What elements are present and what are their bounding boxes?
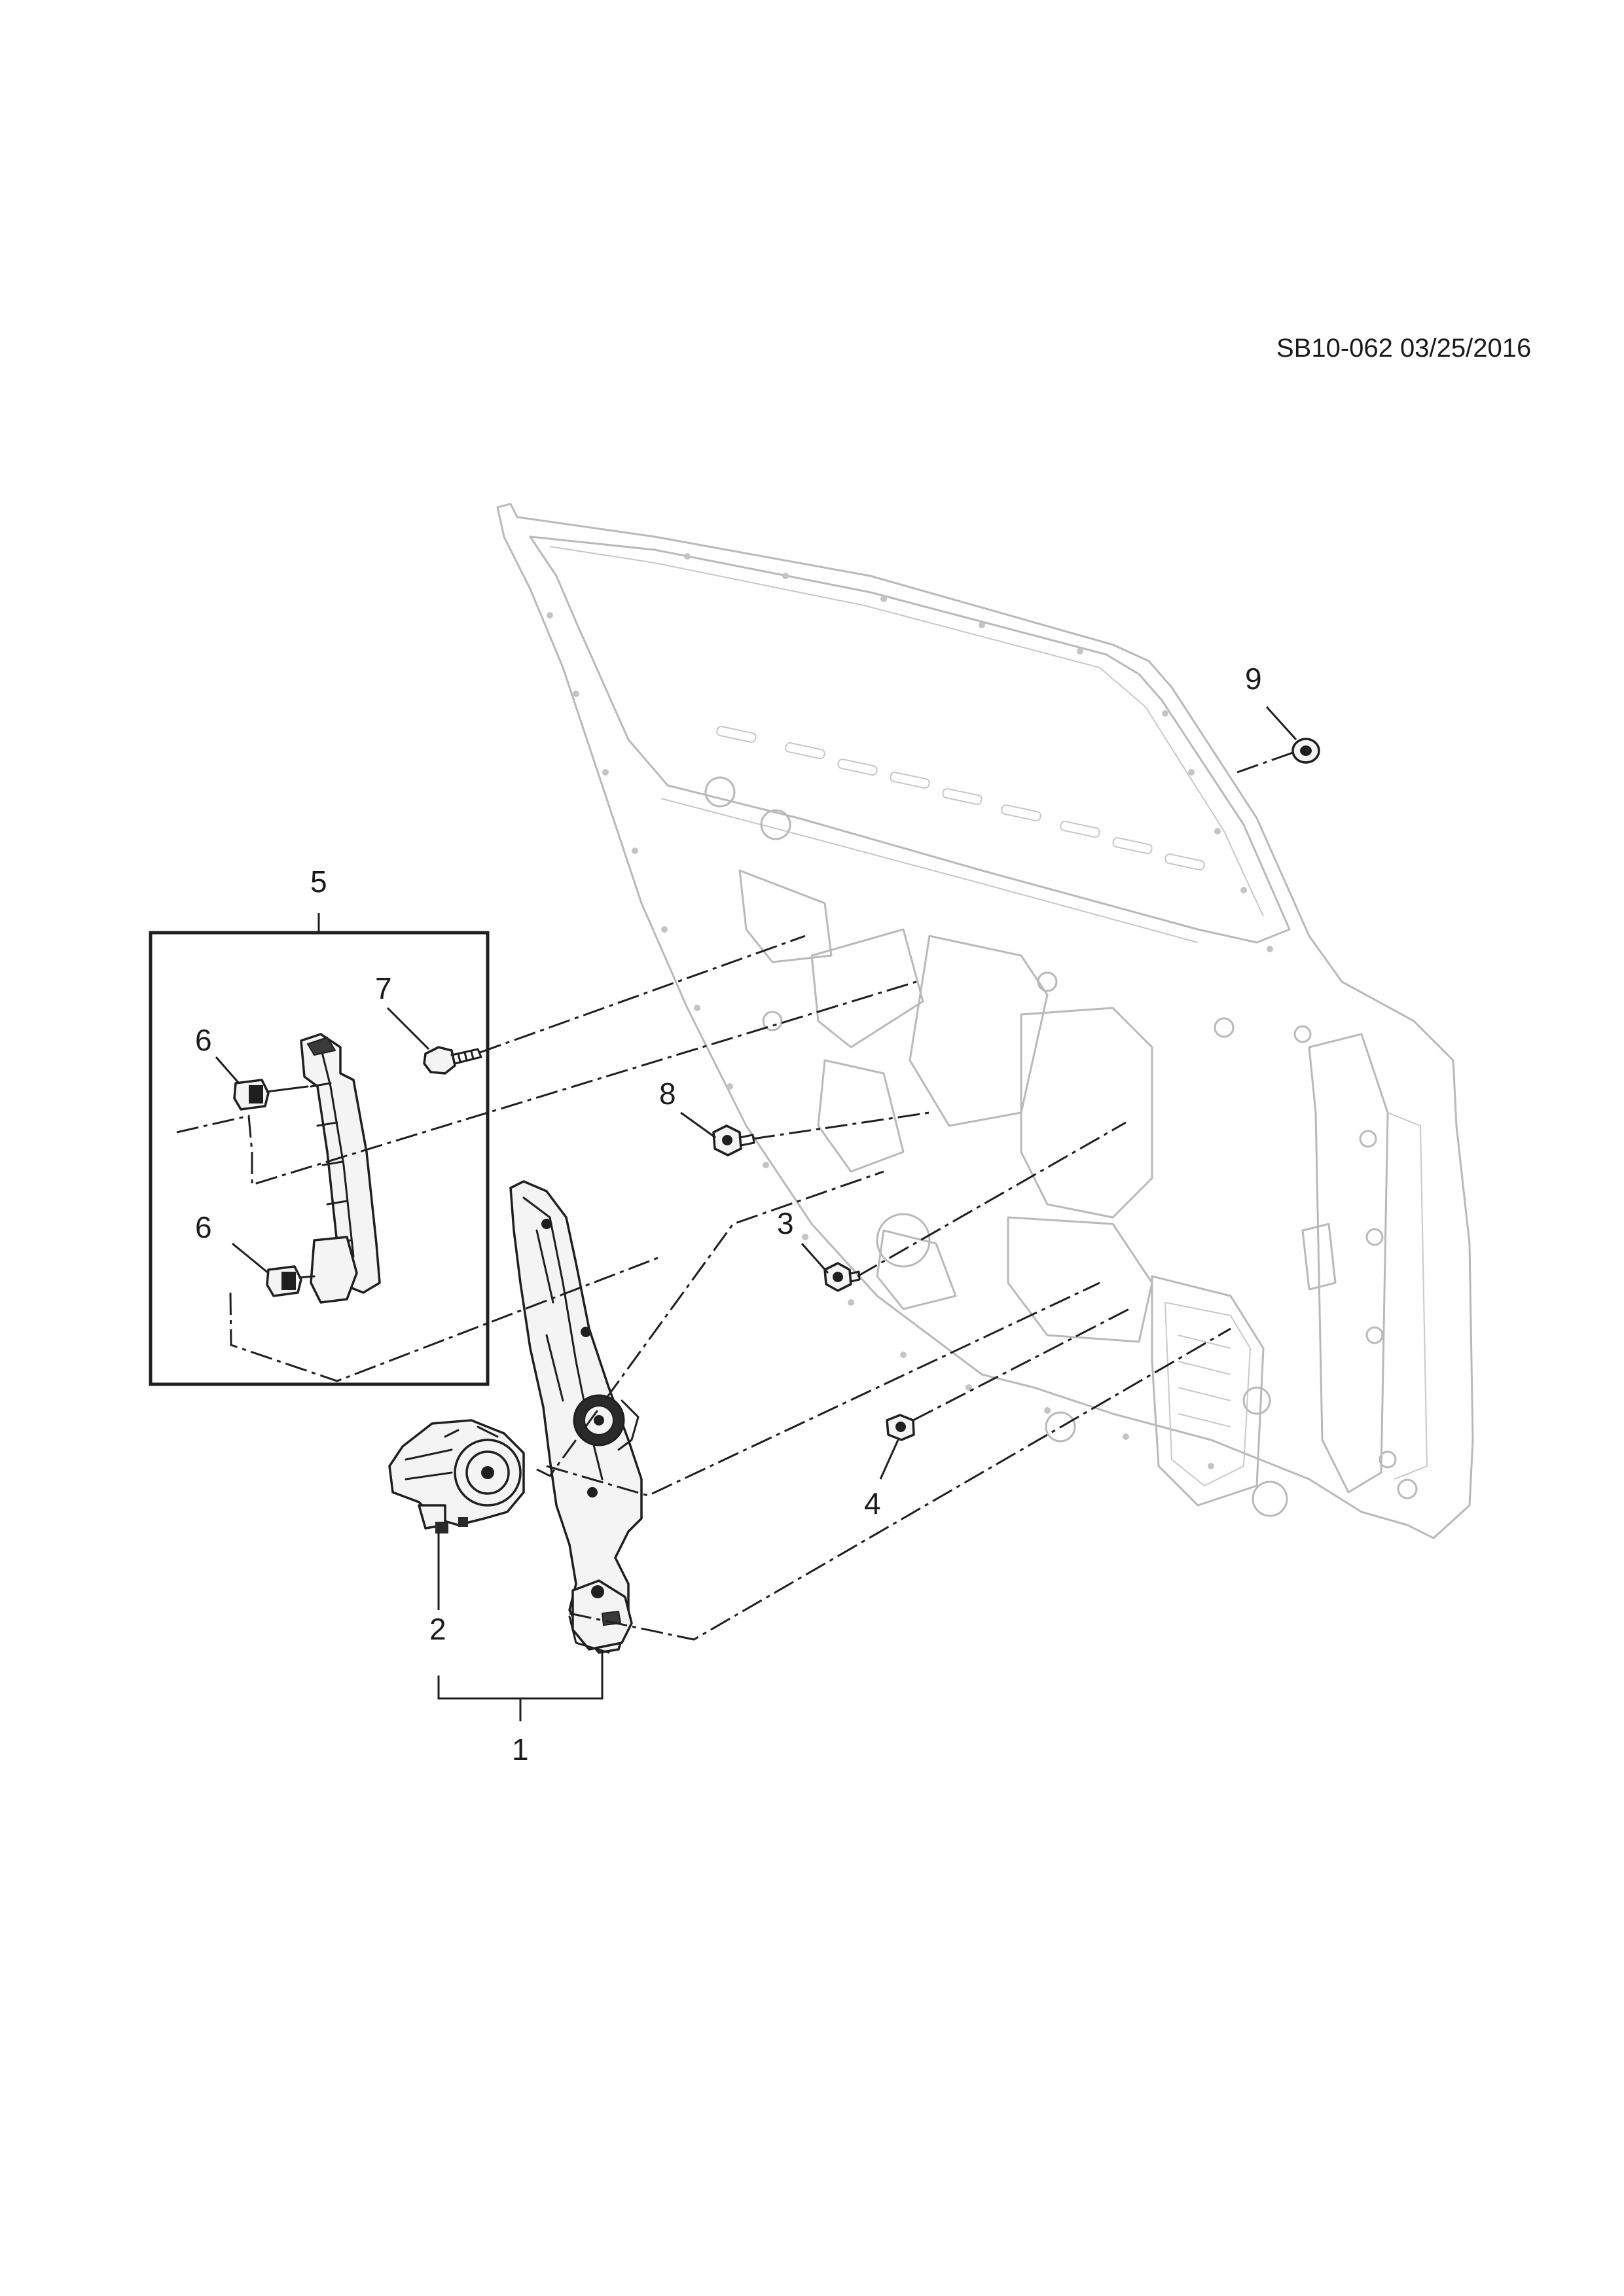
window-guide-rail [300, 1033, 381, 1304]
kit-frame [149, 931, 490, 1386]
nut-4 [886, 1414, 915, 1441]
callout-6-lower: 6 [195, 1210, 212, 1244]
leader-lines [215, 706, 1297, 1721]
clip-upper [233, 1079, 309, 1111]
callout-6-upper: 6 [195, 1023, 212, 1057]
clip-lower [266, 1265, 316, 1297]
regulator-motor [388, 1419, 525, 1534]
callout-5: 5 [310, 865, 327, 899]
bolt-7 [423, 1046, 482, 1075]
nut-8 [712, 1124, 755, 1157]
nut-3 [823, 1262, 861, 1292]
callout-7: 7 [375, 971, 392, 1005]
callout-1: 1 [512, 1732, 529, 1767]
callout-2: 2 [429, 1612, 446, 1646]
callout-8: 8 [659, 1077, 676, 1111]
callout-4: 4 [864, 1486, 881, 1520]
door-shell [496, 503, 1474, 1539]
assembly-lines [176, 751, 1293, 1641]
window-regulator [509, 1180, 643, 1654]
callout-3: 3 [777, 1206, 794, 1240]
callout-9: 9 [1245, 662, 1262, 696]
drawing-code: SB10-062 03/25/2016 [1276, 334, 1532, 363]
grommet-9 [1291, 738, 1320, 764]
